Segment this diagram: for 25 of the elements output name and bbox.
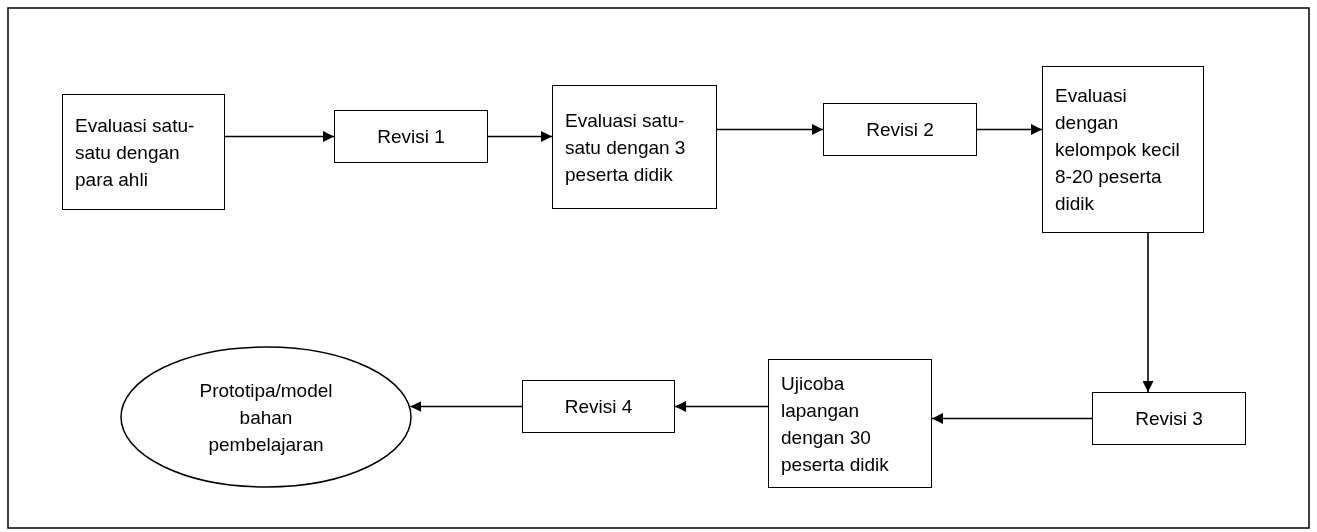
process-box [334,110,488,163]
arrow [716,124,824,135]
arrow [224,131,335,142]
arrow [674,401,769,412]
process-box [1092,392,1246,445]
arrow [487,131,553,142]
process-box [1042,66,1204,233]
process-box [522,380,675,433]
node-label: Evaluasi satu-satu dengan 3 peserta didik [565,108,687,187]
process-box [62,94,225,210]
node-label: Revisi 2 [866,118,934,142]
node-label: Prototipa/model bahan pembelajaran [199,378,333,457]
node-label: Revisi 3 [1135,407,1203,431]
arrow [931,413,1093,424]
process-box [768,359,932,488]
node-label: Evaluasi satu-satu dengan para ahli [75,113,196,192]
process-box [823,103,977,156]
arrow [409,401,523,412]
arrow [1142,232,1154,393]
node-label: Revisi 4 [564,395,633,419]
node-label: Evaluasi dengan kelompok kecil 8-20 peserta didik [1055,84,1181,216]
node-label: Ujicoba lapangan dengan 30 peserta didik [781,371,890,477]
process-box [552,85,717,209]
arrow [976,124,1043,135]
node-label: Revisi 1 [377,125,445,149]
